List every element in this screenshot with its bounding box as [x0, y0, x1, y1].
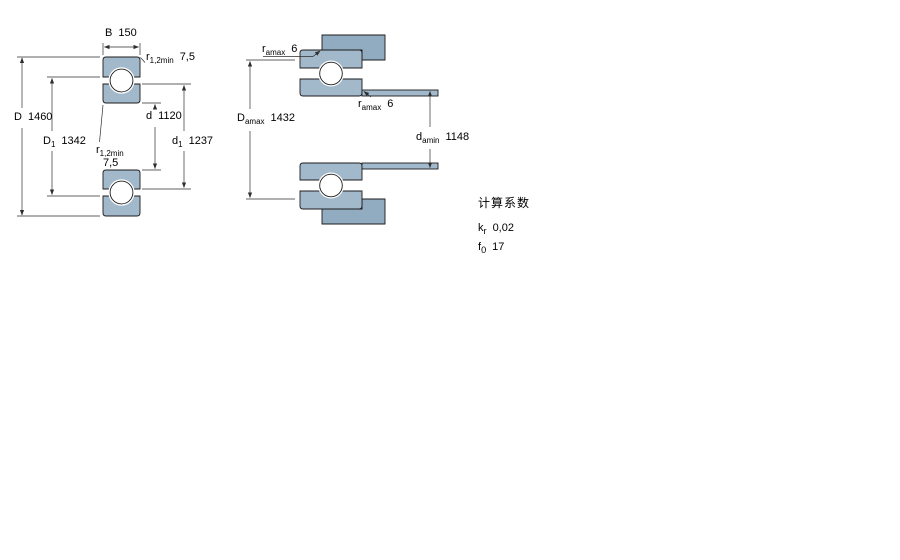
leader-line-ra-mid	[363, 91, 372, 98]
dim-subscript: amax	[361, 103, 382, 113]
factor-symbol: f	[478, 241, 482, 254]
calculation-factors-block: 计算系数 kr 0,02 f0 17	[478, 194, 530, 258]
dim-symbol: r	[262, 43, 266, 55]
dim-value: 1460	[27, 111, 53, 123]
right-mounting-cross-section	[299, 34, 439, 225]
factor-row-f0: f0 17	[478, 239, 530, 258]
dim-subscript: 1,2min	[99, 149, 124, 159]
dim-symbol: D	[43, 135, 51, 147]
dim-symbol: r	[96, 144, 100, 156]
dim-symbol: d	[416, 131, 423, 143]
dim-symbol: D	[14, 111, 22, 123]
dim-subscript: amax	[244, 117, 265, 127]
factor-value: 0,02	[492, 222, 514, 234]
dim-value: 1148	[445, 131, 470, 143]
dim-label-B: B 150	[105, 27, 137, 40]
dim-label-r-top-left: r1,2min 7,5	[146, 51, 195, 66]
leader-line-r-mid	[99, 104, 104, 143]
factor-subscript: r	[483, 226, 487, 237]
left-dimension-annotations	[17, 43, 191, 217]
dim-value: 7,5	[103, 157, 119, 169]
dim-label-d: d 1120	[146, 110, 182, 123]
dim-symbol-row: r1,2min	[96, 144, 124, 159]
dim-value: 1237	[188, 135, 214, 147]
dim-label-r-mid-left: r1,2min 7,5	[96, 144, 124, 170]
dim-subscript: 1	[50, 140, 56, 150]
dim-value: 6	[291, 43, 298, 55]
shaft-shoulder-bottom	[361, 162, 439, 170]
factor-subscript: 0	[481, 245, 487, 256]
dim-value: 150	[118, 27, 137, 39]
dim-label-ra-top: ramax 6	[262, 43, 298, 58]
dim-value: 1120	[158, 110, 182, 122]
dim-symbol: r	[358, 98, 362, 110]
leader-line-r-top	[140, 57, 146, 63]
dim-symbol: d	[172, 135, 179, 147]
shaft-shoulder-top	[361, 89, 439, 97]
dim-value: 7,5	[179, 51, 195, 63]
dim-label-d1: d1 1237	[172, 135, 214, 150]
dim-value: 1432	[270, 112, 295, 124]
dim-label-ra-mid: ramax 6	[358, 98, 394, 113]
dim-subscript: 1	[178, 140, 183, 150]
right-dimension-annotations	[246, 50, 433, 200]
dim-value: 1342	[61, 135, 86, 147]
factor-value: 17	[492, 241, 505, 254]
dim-symbol: r	[146, 51, 150, 63]
dim-subscript: 1,2min	[149, 56, 174, 66]
ball-bottom	[319, 173, 343, 198]
dim-label-D: D 1460	[14, 111, 52, 124]
ball-top	[109, 68, 134, 93]
dim-label-D1: D1 1342	[43, 135, 86, 150]
dim-subscript: amax	[265, 48, 286, 58]
factor-row-kr: kr 0,02	[478, 220, 530, 239]
ball-bottom	[109, 180, 134, 205]
dim-symbol: D	[237, 112, 245, 124]
dim-symbol: B	[105, 27, 113, 39]
dim-label-Da: Damax 1432	[237, 112, 295, 127]
left-bearing-cross-section	[102, 56, 141, 217]
leader-line-ra-top	[312, 50, 321, 57]
outer-ring-bottom-section	[299, 190, 363, 210]
dim-subscript: amin	[422, 136, 440, 146]
dim-label-da: damin 1148	[416, 131, 470, 146]
calculation-factors-title: 计算系数	[478, 196, 531, 210]
factor-symbol: k	[478, 222, 484, 234]
dim-symbol: d	[146, 110, 153, 122]
dim-value: 6	[387, 98, 394, 110]
ball-top	[319, 61, 343, 86]
